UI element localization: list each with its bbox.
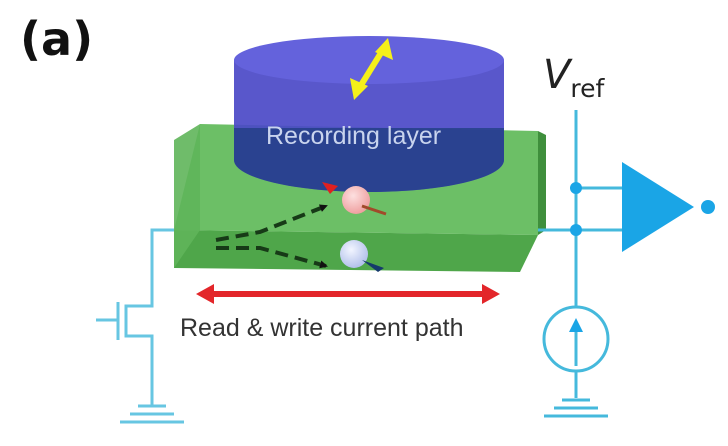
current-path-label: Read & write current path: [180, 314, 464, 342]
spin-trajectories: [215, 204, 328, 269]
spin-up-electron: [342, 186, 370, 214]
current-source-icon: [542, 305, 610, 373]
spin-up-vector-tip: [322, 182, 338, 194]
current-path-arrow: [196, 284, 500, 304]
comparator-amplifier: [622, 162, 694, 252]
spin-down-electron: [340, 240, 368, 268]
transistor-symbol: [96, 228, 174, 406]
amplifier-output-node: [701, 200, 715, 214]
magnetization-arrow-icon: [350, 38, 393, 100]
ground-symbol-right: [544, 398, 608, 418]
junction-node: [570, 182, 582, 194]
recording-layer: [234, 36, 504, 192]
spin-up-vector: [361, 204, 387, 216]
ground-symbol-left: [120, 404, 184, 424]
panel-label: (a): [20, 12, 94, 66]
vref-subscript: ref: [570, 74, 605, 103]
vref-symbol: V: [543, 52, 571, 98]
vref-label: Vref: [543, 52, 604, 103]
junction-node: [570, 224, 582, 236]
recording-layer-label: Recording layer: [266, 122, 442, 150]
spin-down-vector: [362, 260, 384, 272]
